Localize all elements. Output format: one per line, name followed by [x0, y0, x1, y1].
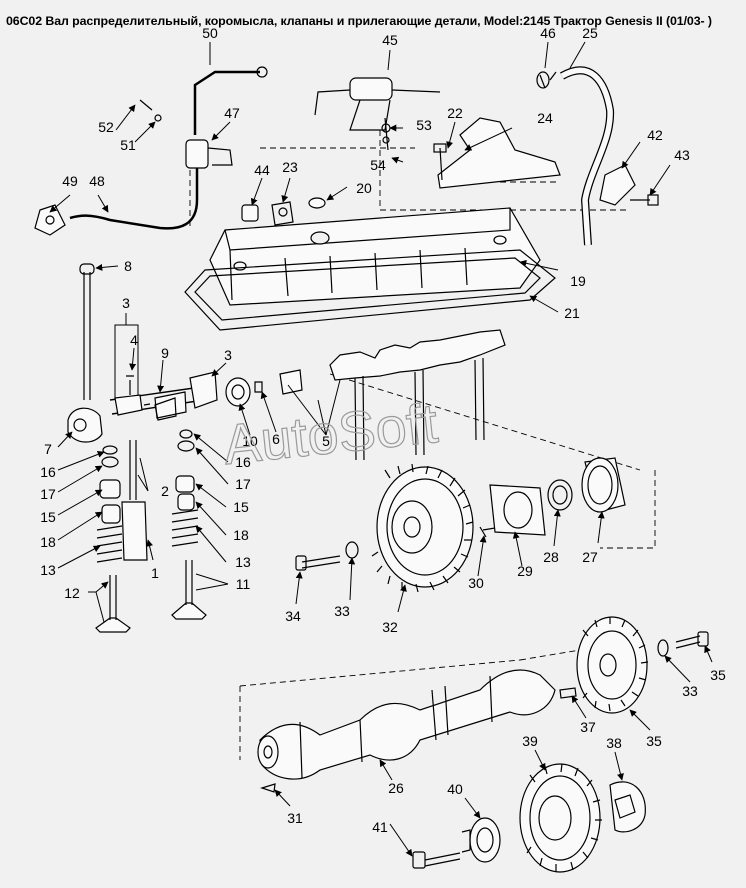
- callout-16a: 16: [40, 464, 56, 480]
- callout-4: 4: [130, 332, 138, 348]
- gear-35: [576, 616, 649, 714]
- callout-19: 19: [570, 273, 586, 289]
- callout-9: 9: [161, 345, 169, 361]
- callout-11: 11: [236, 576, 251, 592]
- watermark: AutoSoft: [220, 391, 441, 476]
- callout-43: 43: [674, 147, 690, 163]
- callout-17b: 17: [235, 476, 251, 492]
- valve-cover: [209, 207, 541, 306]
- cam-gear-32: [371, 463, 474, 593]
- callout-42: 42: [647, 127, 663, 143]
- callout-13a: 13: [40, 562, 56, 578]
- callout-54: 54: [370, 157, 386, 173]
- breather: [314, 71, 557, 131]
- callout-39: 39: [522, 733, 538, 749]
- callout-15b: 15: [233, 499, 249, 515]
- callout-3a: 3: [122, 295, 130, 311]
- callout-32: 32: [382, 619, 398, 635]
- callout-26: 26: [388, 780, 404, 796]
- gear-39: [519, 763, 602, 873]
- callout-49: 49: [62, 173, 78, 189]
- callout-3b: 3: [224, 347, 232, 363]
- callout-46: 46: [540, 25, 556, 41]
- callout-18b: 18: [233, 527, 249, 543]
- callout-18a: 18: [40, 534, 56, 550]
- callout-13b: 13: [235, 554, 251, 570]
- deflector: [437, 117, 561, 189]
- callout-44: 44: [254, 162, 270, 178]
- bracket-42: [599, 164, 636, 206]
- diagram-title: 06C02 Вал распределительный, коромысла, …: [6, 14, 712, 28]
- callout-10: 10: [242, 433, 258, 449]
- cover-gasket: [184, 249, 556, 331]
- callout-52: 52: [98, 119, 114, 135]
- callout-41: 41: [372, 819, 388, 835]
- callout-38: 38: [606, 735, 622, 751]
- callout-5: 5: [322, 433, 330, 449]
- callout-30: 30: [468, 575, 484, 591]
- callout-24: 24: [537, 110, 553, 126]
- callout-28: 28: [543, 549, 559, 565]
- callout-2: 2: [161, 483, 169, 499]
- callout-12: 12: [64, 585, 80, 601]
- callout-37: 37: [580, 719, 596, 735]
- callout-40: 40: [447, 781, 463, 797]
- callout-21: 21: [564, 305, 580, 321]
- callout-47: 47: [224, 105, 240, 121]
- callout-29: 29: [517, 563, 533, 579]
- callout-33b: 33: [682, 683, 698, 699]
- callout-53: 53: [416, 117, 432, 133]
- callout-31: 31: [287, 810, 303, 826]
- valve-springs: [96, 509, 199, 563]
- callout-34: 34: [285, 608, 301, 624]
- callout-8: 8: [124, 258, 132, 274]
- callout-23: 23: [282, 159, 298, 175]
- callout-27: 27: [582, 549, 598, 565]
- callout-35b: 35: [646, 733, 662, 749]
- callout-15a: 15: [40, 509, 56, 525]
- callout-33a: 33: [334, 603, 350, 619]
- camshaft: [257, 669, 556, 780]
- callout-7: 7: [44, 441, 52, 457]
- callout-6: 6: [272, 431, 280, 447]
- callout-16b: 16: [235, 454, 251, 470]
- callout-35a: 35: [710, 667, 726, 683]
- callout-17a: 17: [40, 486, 56, 502]
- callout-48: 48: [89, 173, 105, 189]
- callout-1: 1: [151, 565, 159, 581]
- callout-22: 22: [447, 105, 463, 121]
- callout-25: 25: [582, 25, 598, 41]
- callout-50: 50: [202, 25, 218, 41]
- callout-45: 45: [382, 32, 398, 48]
- callout-20: 20: [356, 180, 372, 196]
- callout-51: 51: [120, 137, 136, 153]
